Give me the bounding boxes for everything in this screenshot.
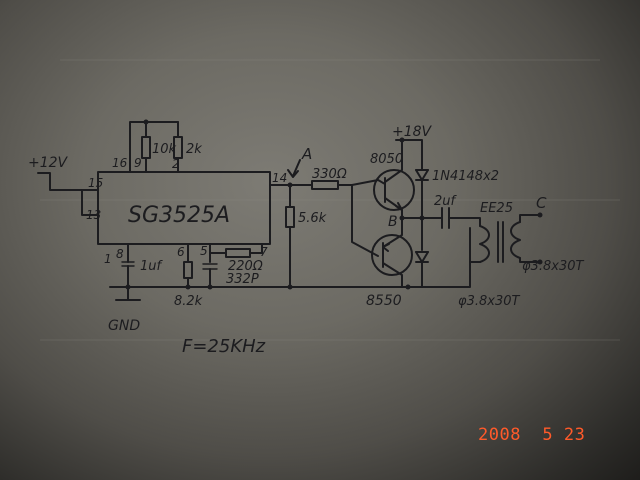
label-pin1: 1: [104, 252, 112, 266]
label-r2k: 2k: [186, 142, 202, 157]
output-stage: [399, 207, 543, 265]
label-q-npn: 8050: [370, 152, 403, 167]
label-r10k: 10k: [152, 142, 177, 157]
ic-label: SG3525A: [128, 203, 230, 228]
label-r220: 220Ω: [228, 259, 263, 274]
output-network: [269, 159, 379, 288]
transistor-8550: [371, 217, 413, 288]
label-node-a: A: [301, 145, 312, 163]
vin-wire: [37, 172, 99, 216]
camera-date-stamp: 2008 5 23: [478, 425, 586, 445]
label-vhigh: +18V: [392, 124, 433, 140]
timing-network-top: [129, 119, 183, 173]
label-pin15: 15: [88, 176, 103, 190]
label-r5k6: 5.6k: [298, 211, 327, 226]
schematic-labels: +12V 16 9 2 10k 2k 15 13 14 A 330Ω 5.6k …: [28, 124, 584, 357]
label-pin7: 7: [260, 245, 268, 259]
label-vin: +12V: [28, 155, 69, 171]
label-gnd: GND: [108, 318, 140, 334]
label-r330: 330Ω: [312, 167, 347, 182]
label-node-b: B: [388, 214, 398, 230]
label-freq: F=25KHz: [182, 336, 266, 357]
transistor-8050: [373, 149, 415, 219]
label-pin2: 2: [172, 157, 180, 171]
label-r8k2: 8.2k: [174, 294, 203, 309]
label-pin13: 13: [86, 208, 101, 222]
label-c332: 332P: [226, 272, 259, 287]
label-q-pnp: 8550: [366, 293, 402, 309]
label-c2u: 2uf: [434, 194, 458, 209]
label-pin6: 6: [177, 245, 185, 259]
label-diodes: 1N4148x2: [432, 169, 499, 184]
supply-rail: [395, 137, 429, 288]
label-pin8: 8: [116, 247, 124, 261]
timing-network-bottom: [109, 227, 471, 301]
ic-sg3525a: [97, 171, 271, 245]
label-c1u: 1uf: [140, 259, 164, 274]
label-core: EE25: [480, 201, 513, 216]
label-sec-winding: φ3.8x30T: [522, 259, 584, 274]
label-pin9: 9: [134, 156, 142, 170]
label-pin16: 16: [112, 156, 128, 170]
paper-rules: [40, 59, 620, 341]
label-pin14: 14: [272, 171, 287, 185]
label-pin5: 5: [200, 244, 208, 258]
label-pri-winding: φ3.8x30T: [458, 294, 520, 309]
label-node-c: C: [536, 194, 547, 212]
